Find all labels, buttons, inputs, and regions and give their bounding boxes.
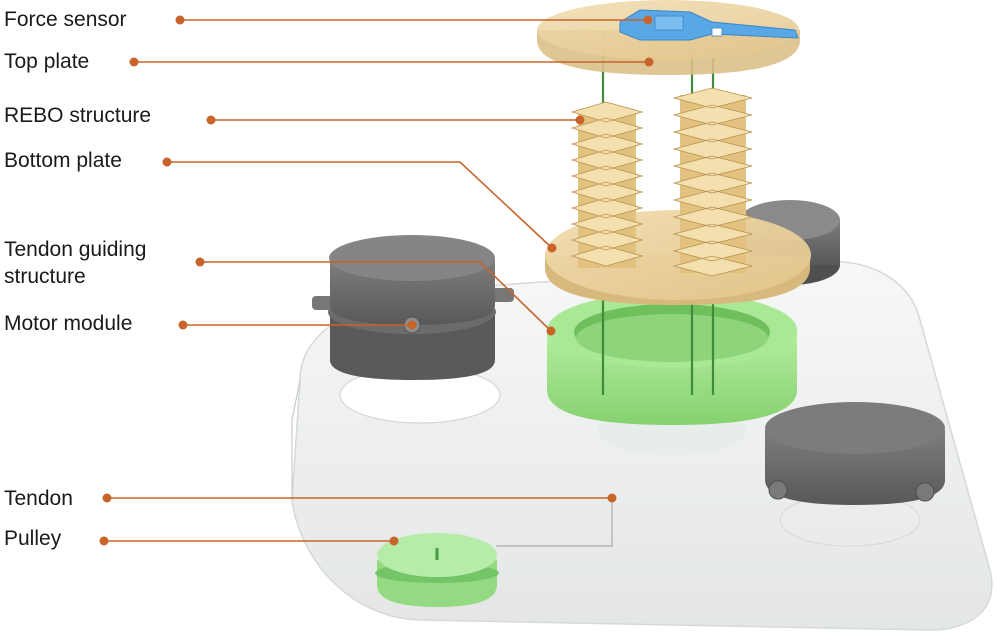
force-sensor	[619, 9, 799, 41]
pulley	[375, 533, 499, 607]
label-pulley: Pulley	[4, 527, 62, 550]
leader-bottom-plate	[167, 161, 553, 249]
label-motor-module: Motor module	[4, 312, 133, 335]
motor-module-left	[312, 235, 514, 380]
tendon-guiding-ring	[547, 292, 797, 455]
label-tendon: Tendon	[4, 487, 73, 510]
label-top-plate: Top plate	[4, 50, 90, 73]
leader-dots	[99, 15, 654, 546]
label-bottom-plate: Bottom plate	[4, 149, 122, 172]
leader-lines	[104, 19, 649, 547]
motor-module-right	[765, 402, 945, 505]
leader-tendon-guiding	[200, 261, 552, 332]
rebo-structure-left	[570, 101, 644, 268]
label-rebo-structure: REBO structure	[4, 104, 152, 127]
label-force-sensor: Force sensor	[4, 8, 127, 31]
label-tendon-guiding-structure: Tendon guiding structure	[4, 236, 146, 290]
label-tendon-guiding-line1: Tendon guiding	[4, 238, 147, 261]
label-tendon-guiding-line2: structure	[4, 265, 86, 288]
rebo-structure-right	[672, 87, 753, 277]
